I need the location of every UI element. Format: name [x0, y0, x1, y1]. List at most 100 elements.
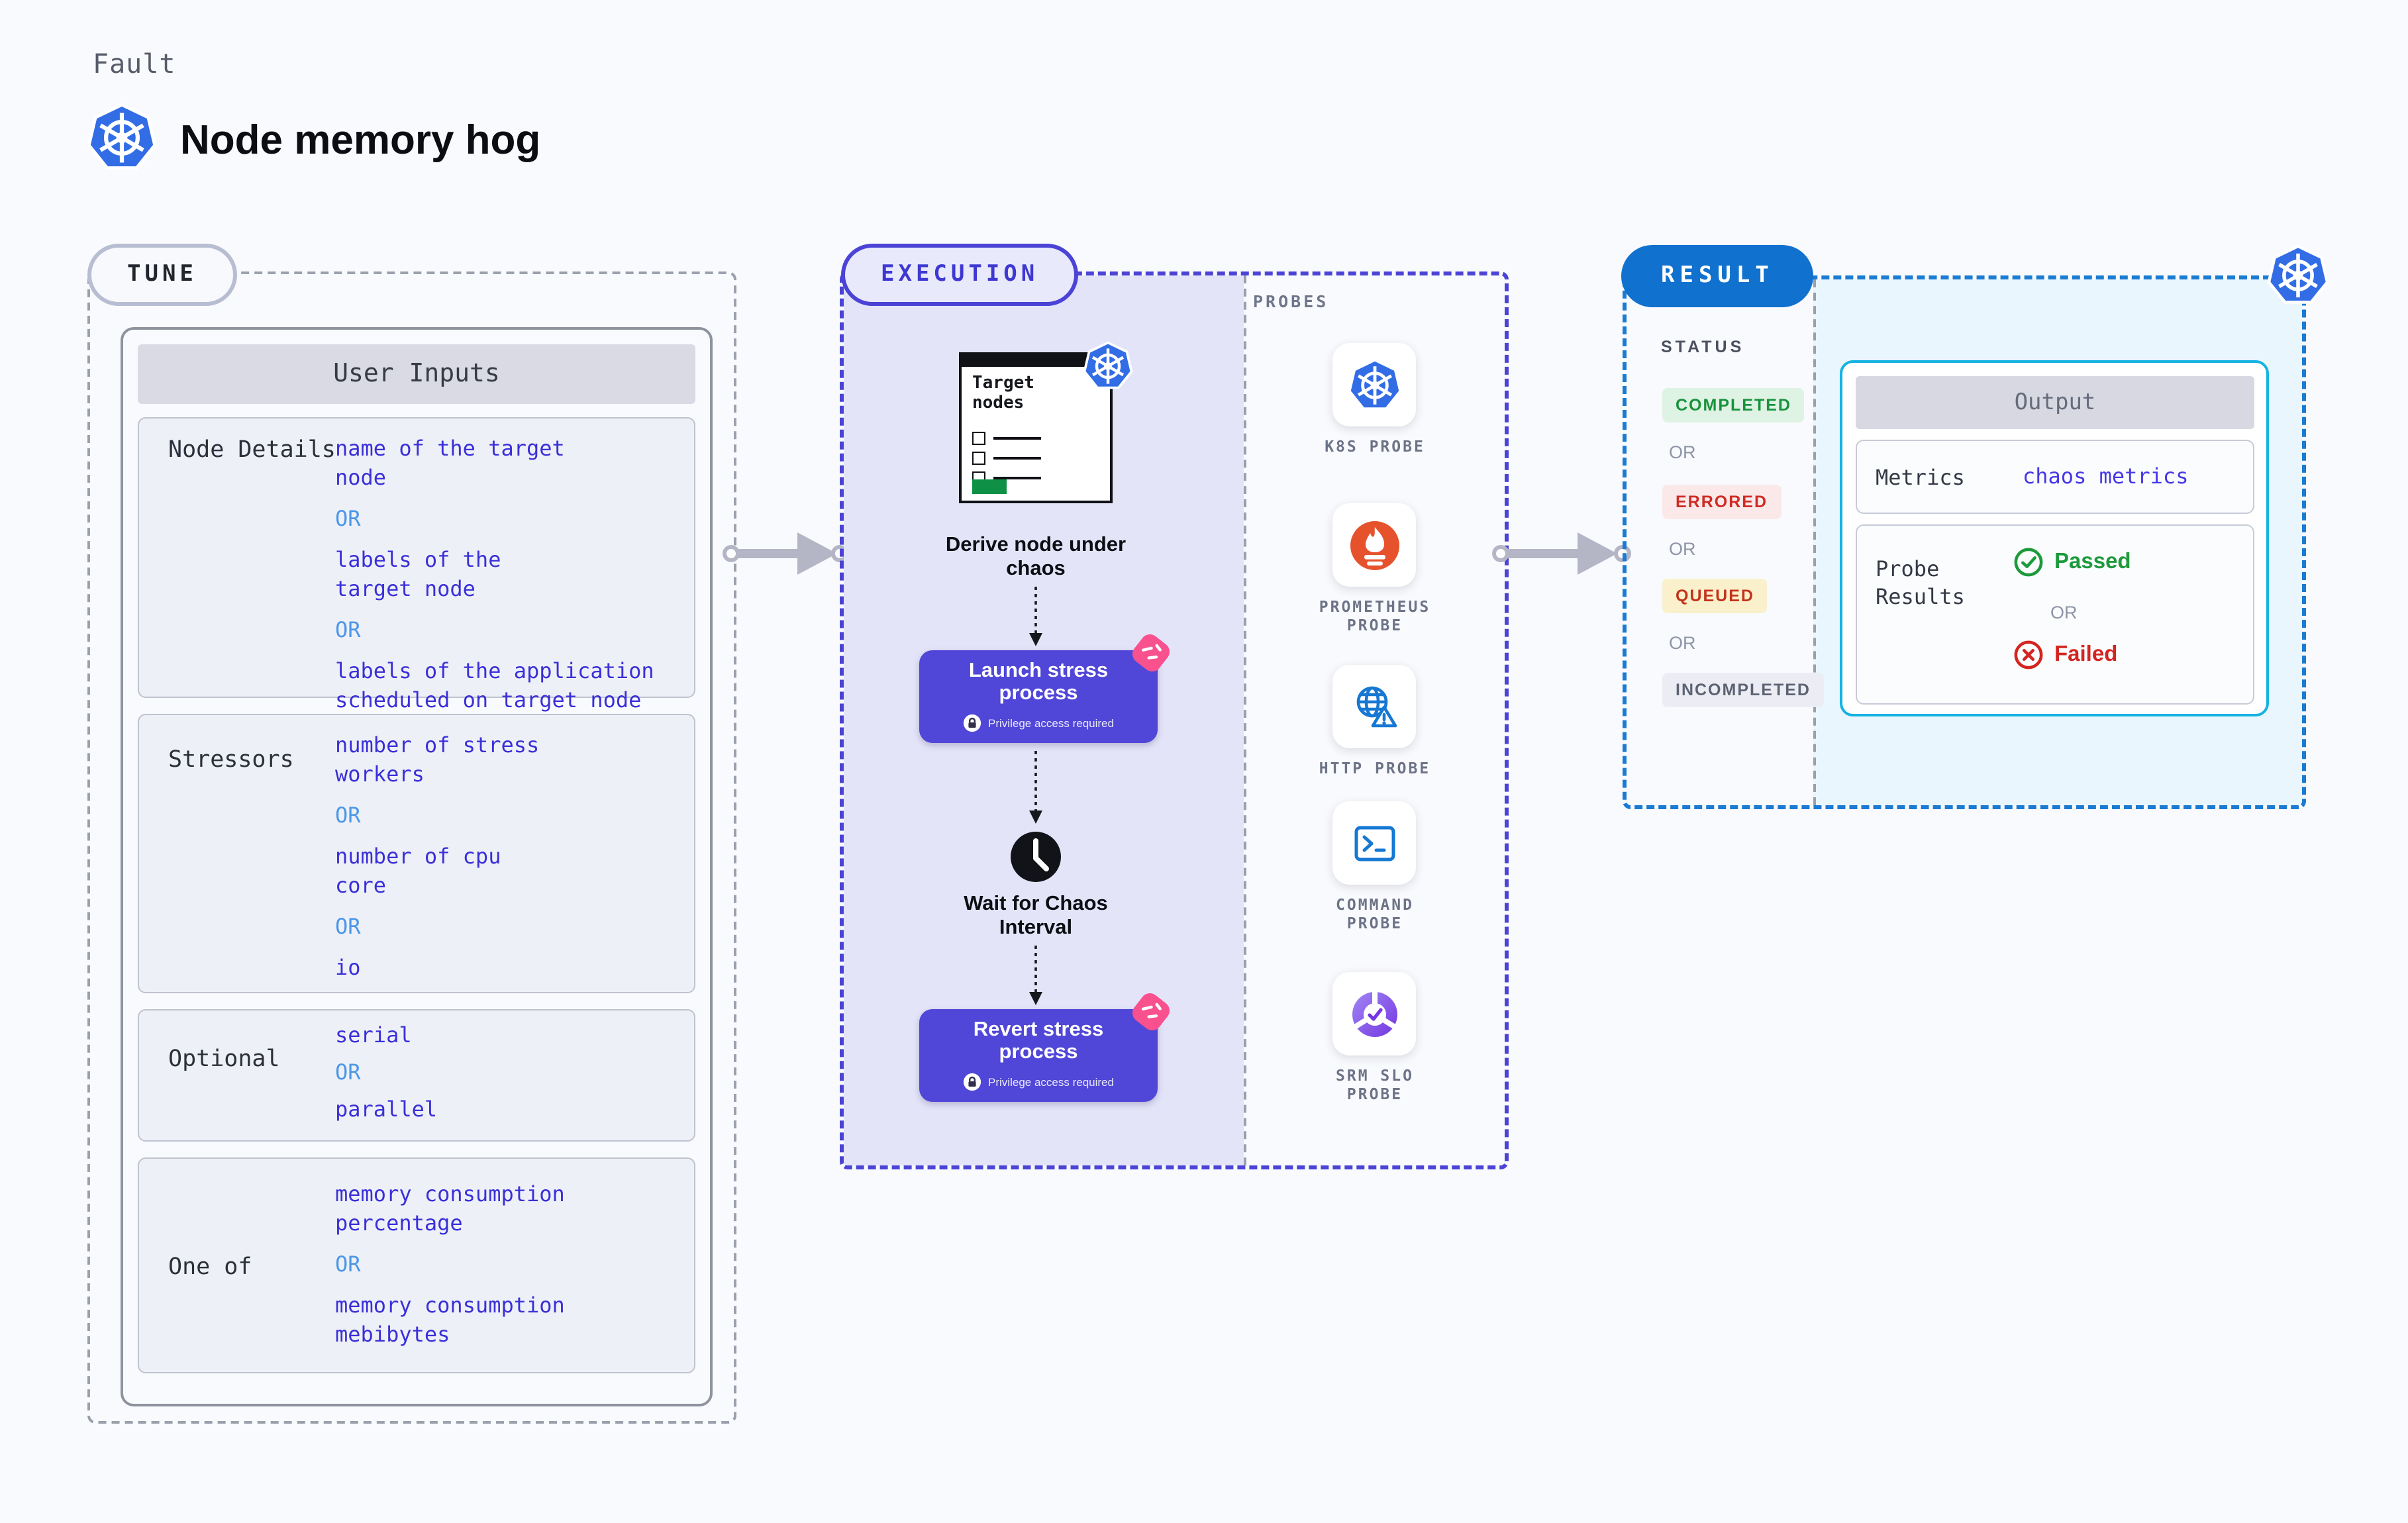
http-globe-warning-icon — [1356, 685, 1397, 727]
window-title-bar — [962, 355, 1110, 367]
option-value: labels of the application scheduled on t… — [335, 658, 654, 712]
status-badge-incompleted: INCOMPLETED — [1662, 673, 1824, 707]
privilege-note: Privilege access required — [988, 1075, 1114, 1089]
arrow-tune-to-execution — [723, 532, 848, 575]
status-badge-completed: COMPLETED — [1662, 388, 1805, 422]
or-separator: OR — [335, 803, 361, 828]
or-separator: OR — [335, 617, 361, 642]
option-value: io — [335, 955, 361, 980]
dotted-arrow-down — [1029, 587, 1042, 646]
result-divider — [1813, 279, 1816, 805]
or-separator: OR — [1669, 442, 1696, 462]
checkbox-icon — [972, 432, 985, 445]
status-badge-errored: ERRORED — [1662, 485, 1781, 519]
user-inputs-header: User Inputs — [138, 344, 695, 404]
command-probe-card — [1332, 801, 1416, 885]
check-circle-icon — [2014, 548, 2043, 577]
probe-name: K8S PROBE — [1325, 437, 1425, 456]
kubernetes-icon — [87, 103, 156, 177]
option-value: serial — [335, 1022, 412, 1048]
execution-badge: EXECUTION — [841, 244, 1079, 306]
passed-label: Passed — [2054, 550, 2131, 573]
metrics-label: Metrics — [1876, 465, 1965, 490]
option-value: name of the target node — [335, 436, 565, 490]
probe-name: PROMETHEUS PROBE — [1319, 597, 1431, 634]
target-nodes-title: Target nodes — [972, 373, 1034, 413]
probe-name: HTTP PROBE — [1319, 759, 1431, 777]
srm-slo-probe-card — [1332, 972, 1416, 1056]
arrow-execution-to-result — [1492, 532, 1631, 575]
k8s-probe-card — [1332, 343, 1416, 426]
terminal-icon — [1354, 825, 1395, 861]
option-value: memory consumption mebibytes — [335, 1293, 565, 1347]
probe-name: SRM SLO PROBE — [1336, 1066, 1414, 1103]
launch-title: Launch stress process — [968, 660, 1109, 705]
probe-name: COMMAND PROBE — [1336, 895, 1414, 932]
row-label: One of — [168, 1254, 252, 1281]
chaos-badge-icon — [1129, 630, 1174, 675]
row-stressors: Stressors number of stress workers OR nu… — [138, 714, 695, 993]
probes-label: PROBES — [1253, 291, 1329, 311]
checkbox-icon — [972, 452, 985, 465]
status-badge-queued: QUEUED — [1662, 579, 1768, 613]
wait-chaos-label: Wait for Chaos Interval — [964, 893, 1108, 938]
metrics-row: Metrics chaos metrics — [1856, 440, 2254, 514]
row-label: Stressors — [168, 747, 294, 773]
probe-results-label: Probe Results — [1876, 556, 1965, 609]
node-list-item — [972, 432, 1052, 445]
or-separator: OR — [335, 1059, 361, 1085]
green-button — [972, 479, 1007, 494]
output-header: Output — [1856, 376, 2254, 429]
dotted-arrow-down — [1029, 751, 1042, 824]
option-value: labels of the target node — [335, 547, 501, 601]
tune-badge: TUNE — [87, 244, 237, 306]
lock-icon — [963, 714, 981, 732]
or-separator: OR — [1669, 633, 1696, 653]
status-label: STATUS — [1661, 338, 1745, 356]
row-one-of: One of memory consumption percentage OR … — [138, 1157, 695, 1373]
or-separator: OR — [335, 914, 361, 939]
passed-result: Passed — [2013, 547, 2131, 577]
or-separator: OR — [335, 1252, 361, 1277]
row-label: Optional — [168, 1046, 280, 1073]
launch-stress-process-button[interactable]: Launch stress process Privilege access r… — [919, 630, 1174, 743]
failed-label: Failed — [2054, 642, 2118, 666]
or-separator: OR — [335, 506, 361, 531]
http-probe-card — [1332, 665, 1416, 748]
revert-stress-process-button[interactable]: Revert stress process Privilege access r… — [919, 989, 1174, 1102]
dotted-arrow-down — [1029, 946, 1042, 1005]
option-value: number of stress workers — [335, 732, 540, 787]
x-circle-icon — [2014, 640, 2043, 669]
metrics-value: chaos metrics — [2023, 464, 2189, 489]
row-optional: Optional serial OR parallel — [138, 1009, 695, 1142]
kubernetes-icon — [1348, 358, 1401, 411]
user-inputs-table: User Inputs Node Details name of the tar… — [121, 327, 713, 1406]
kubernetes-icon — [2268, 245, 2329, 311]
derive-node-label: Derive node under chaos — [945, 534, 1127, 579]
node-line — [993, 457, 1041, 460]
row-label: Node Details — [168, 437, 336, 464]
srm-slo-gauge-icon — [1351, 990, 1397, 1036]
node-line — [993, 437, 1041, 440]
chaos-badge-icon — [1129, 989, 1174, 1034]
option-value: parallel — [335, 1097, 438, 1122]
failed-result: Failed — [2013, 640, 2117, 670]
output-card: Output Metrics chaos metrics Probe Resul… — [1840, 360, 2269, 716]
execution-probes-divider — [1244, 275, 1246, 1165]
node-line — [993, 477, 1041, 479]
option-value: memory consumption percentage — [335, 1181, 565, 1236]
or-separator: OR — [2050, 603, 2078, 622]
privilege-note: Privilege access required — [988, 716, 1114, 730]
option-value: number of cpu core — [335, 844, 501, 898]
lock-icon — [963, 1073, 981, 1091]
prometheus-probe-card — [1332, 503, 1416, 587]
or-separator: OR — [1669, 539, 1696, 559]
tune-section — [87, 271, 736, 1424]
probe-results-row: Probe Results Passed OR Failed — [1856, 524, 2254, 705]
clock-icon — [1011, 832, 1061, 882]
node-list-item — [972, 452, 1052, 465]
page-title: Node memory hog — [180, 117, 541, 163]
fault-eyebrow: Fault — [93, 48, 176, 79]
target-nodes-window: Target nodes — [959, 352, 1113, 503]
